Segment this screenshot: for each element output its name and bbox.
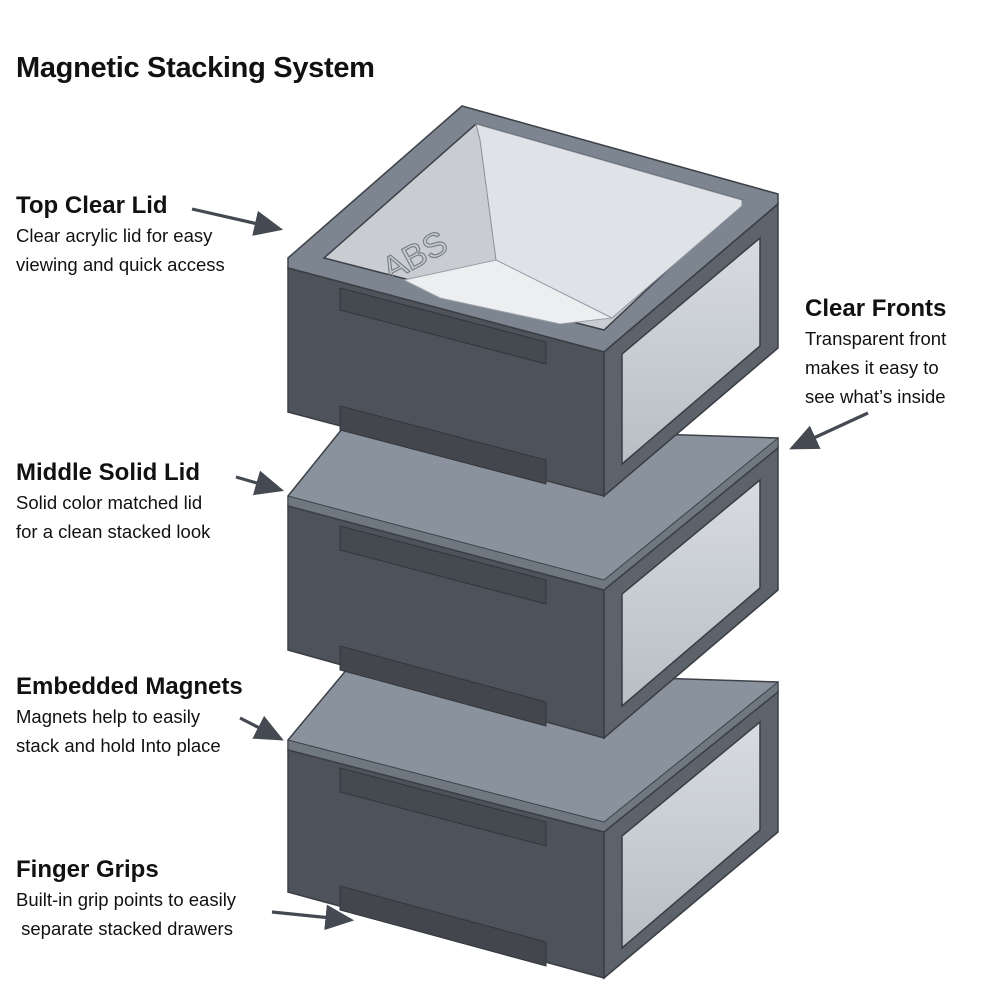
callout-line: Transparent front [805, 328, 947, 349]
bottom-drawer [287, 667, 779, 980]
callout-line: see what’s inside [805, 386, 946, 407]
callout-line: separate stacked drawers [16, 918, 233, 939]
top-drawer: ABS [287, 105, 779, 498]
callout-middle-solid-lid: Middle Solid Lid Solid color matched lid… [16, 458, 210, 546]
callout-finger-grips: Finger Grips Built-in grip points to eas… [16, 855, 236, 943]
callout-line: stack and hold Into place [16, 735, 221, 756]
middle-drawer-bottom-grip [339, 645, 547, 727]
middle-drawer-finger-grip [339, 525, 547, 605]
callout-line: makes it easy to [805, 357, 939, 378]
middle-drawer [287, 423, 779, 740]
callout-top-clear-lid: Top Clear Lid Clear acrylic lid for easy… [16, 191, 225, 279]
callout-line: Solid color matched lid [16, 492, 203, 513]
arrow-icon [235, 470, 285, 496]
arrow-icon [191, 207, 284, 236]
callout-heading: Clear Fronts [805, 295, 947, 322]
arrow-icon [789, 411, 869, 450]
callout-heading: Top Clear Lid [16, 192, 168, 219]
arrow-icon [239, 715, 284, 741]
callout-embedded-magnets: Embedded Magnets Magnets help to easily … [16, 672, 243, 760]
middle-drawer-clear-front [621, 478, 761, 708]
top-drawer-bottom-grip [339, 405, 547, 485]
bottom-drawer-clear-front [621, 720, 761, 950]
top-drawer-inner-floor [402, 259, 614, 325]
bottom-drawer-bottom-grip [339, 885, 547, 967]
top-drawer-clear-front [621, 236, 761, 466]
callout-line: Clear acrylic lid for easy [16, 225, 213, 246]
callout-line: for a clean stacked look [16, 521, 211, 542]
callout-heading: Embedded Magnets [16, 673, 243, 700]
arrow-icon [271, 904, 355, 931]
bottom-drawer-finger-grip [339, 767, 547, 847]
top-drawer-finger-grip [339, 287, 547, 365]
callout-line: Magnets help to easily [16, 706, 201, 727]
callout-heading: Finger Grips [16, 856, 159, 883]
callout-line: viewing and quick access [16, 254, 225, 275]
page-title: Magnetic Stacking System [16, 52, 375, 84]
callout-line: Built-in grip points to easily [16, 889, 237, 910]
callout-clear-fronts: Clear Fronts Transparent front makes it … [805, 294, 946, 411]
callout-heading: Middle Solid Lid [16, 459, 200, 486]
